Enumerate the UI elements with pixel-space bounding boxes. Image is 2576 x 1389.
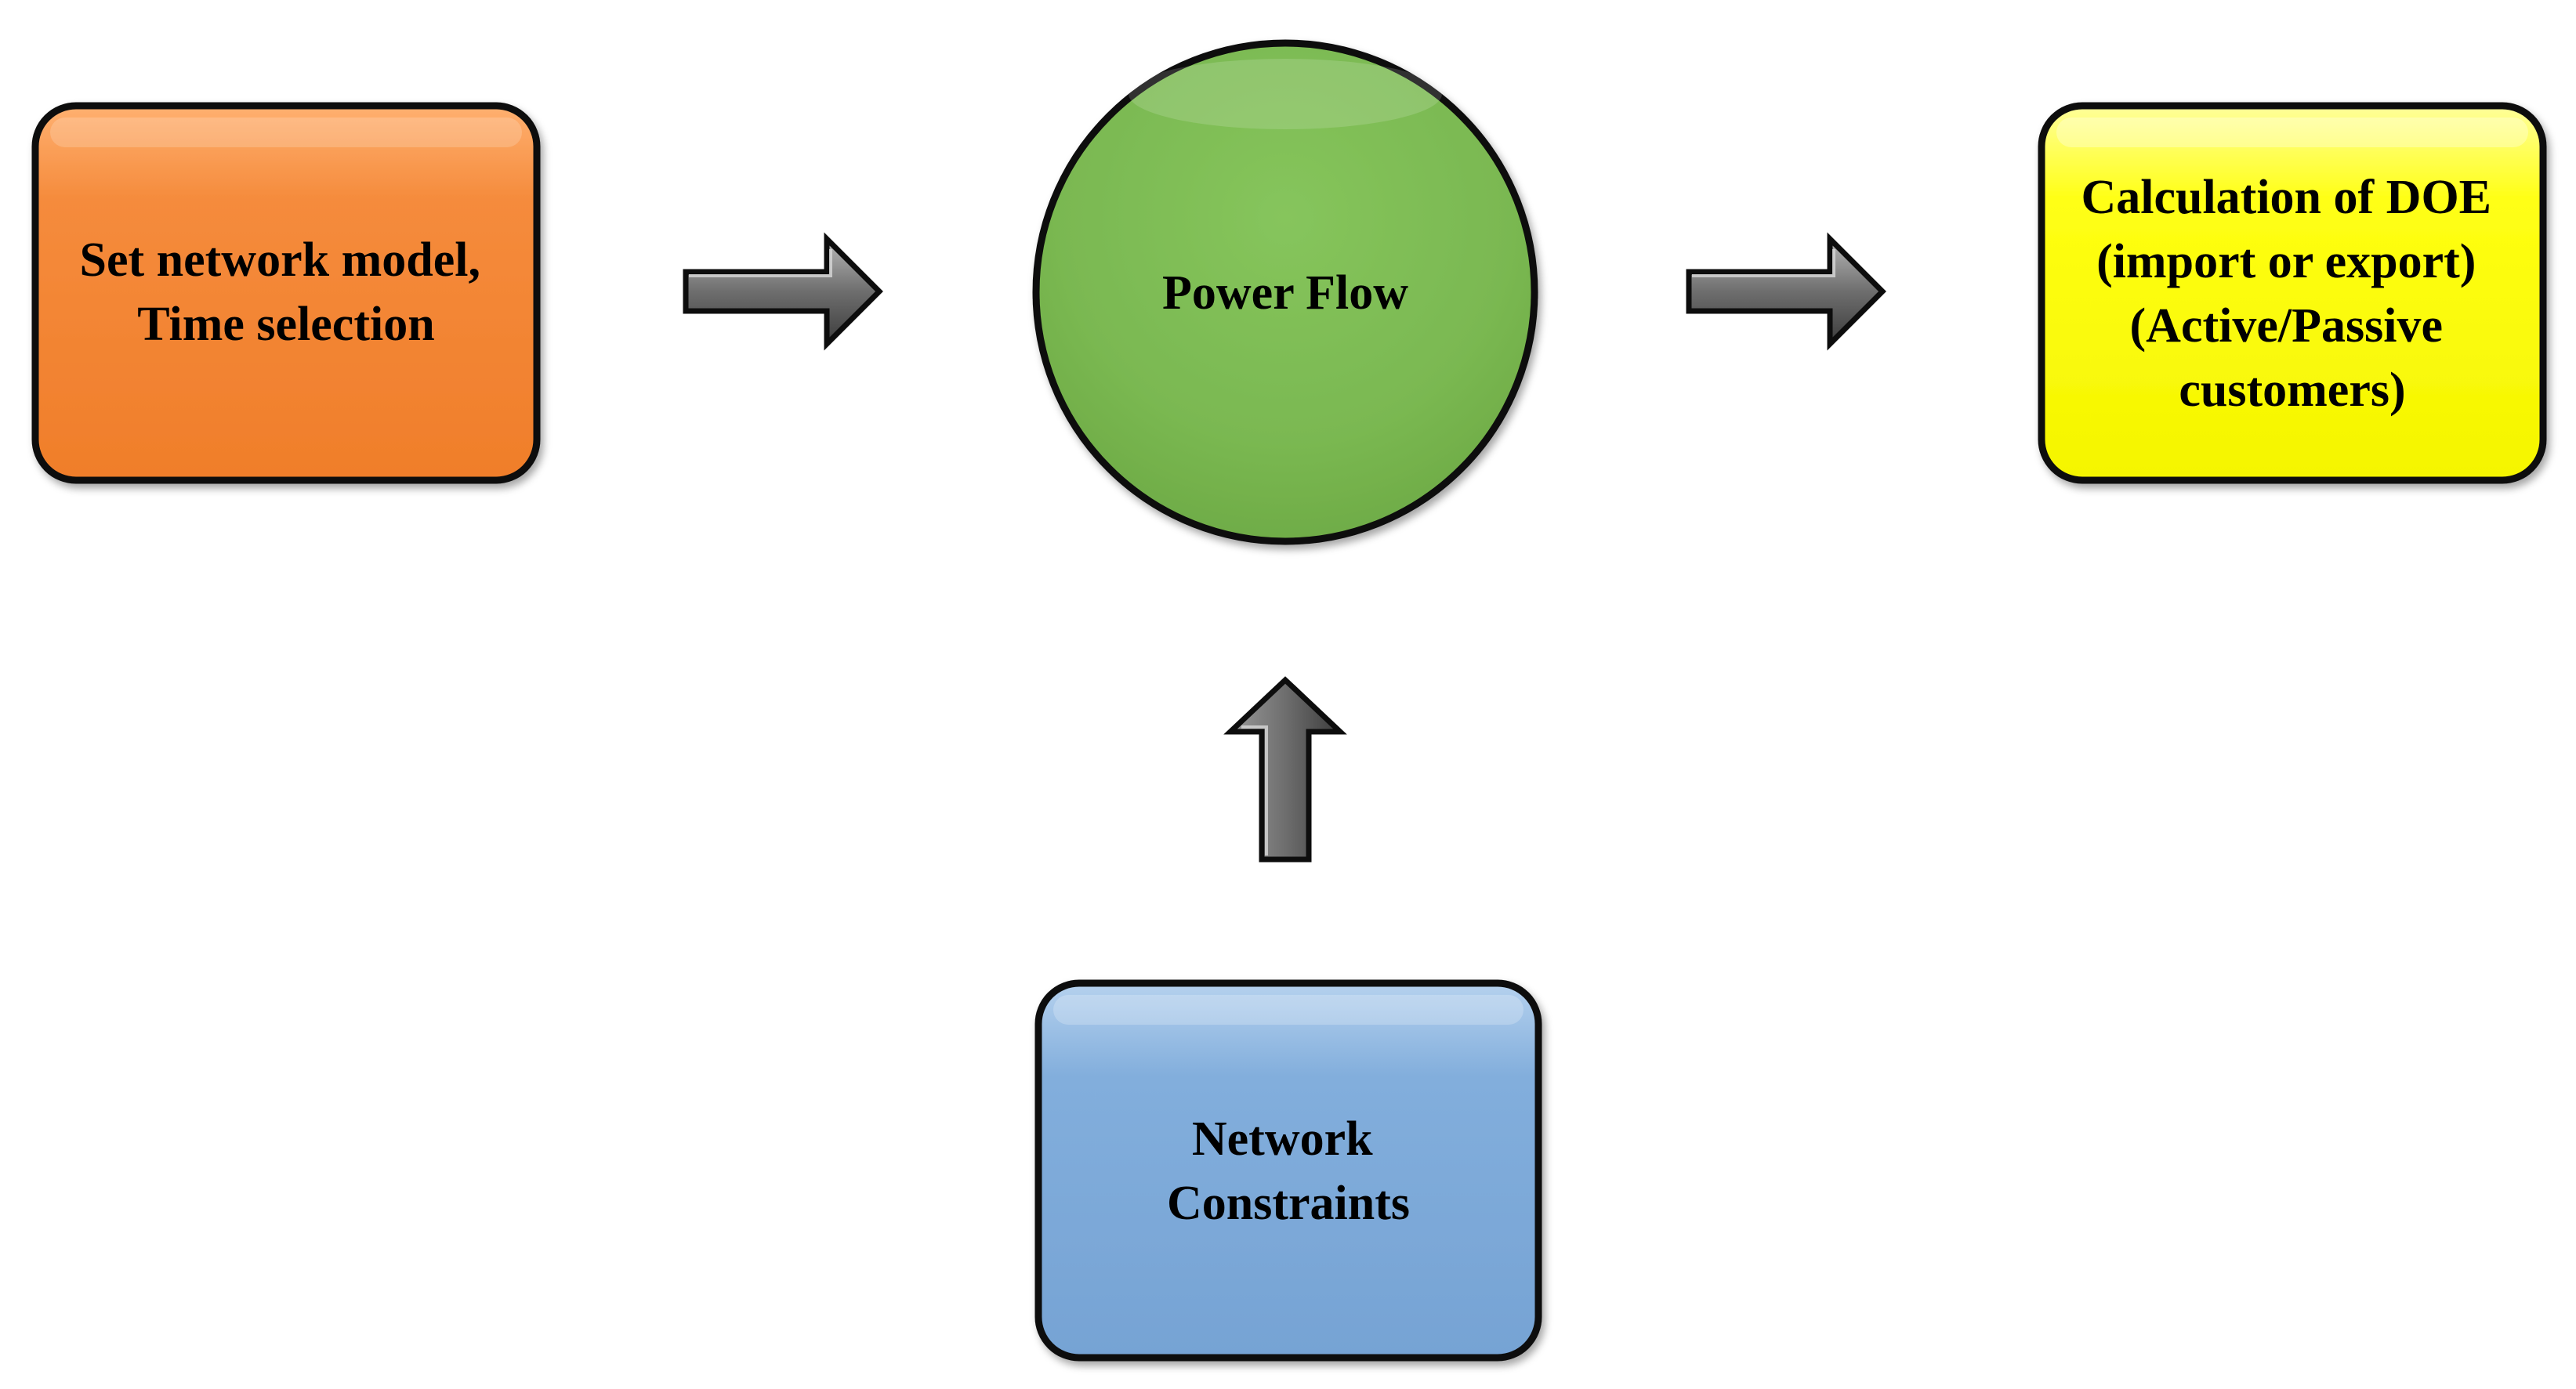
constraints-node-box [1034, 979, 1542, 1362]
input-node-label: Set network model, Time selection [80, 233, 493, 351]
constraints-node: Network Constraints [1034, 979, 1542, 1362]
input-node-box [31, 102, 541, 484]
output-node-line: (import or export) [2096, 235, 2476, 288]
arrow-up-icon [1223, 676, 1347, 863]
constraints-node-label: Network Constraints [1167, 1112, 1410, 1230]
input-node-line: Set network model, [80, 233, 480, 287]
constraints-node-line: Constraints [1167, 1177, 1410, 1230]
output-node-line: Calculation of DOE [2081, 171, 2491, 224]
output-node-line: (Active/Passive [2130, 299, 2443, 353]
input-node-line: Time selection [137, 298, 434, 351]
input-node: Set network model, Time selection [31, 102, 541, 484]
output-node-box [2038, 102, 2547, 484]
output-node-label: Calculation of DOE (import or export) (A… [2081, 171, 2503, 417]
power-flow-node-circle [1032, 39, 1538, 545]
output-node: Calculation of DOE (import or export) (A… [2038, 102, 2547, 484]
power-flow-node-label: Power Flow [1162, 266, 1408, 320]
constraints-node-line: Network [1192, 1112, 1373, 1166]
output-node-line: customers) [2179, 364, 2405, 417]
power-flow-node-line: Power Flow [1162, 266, 1408, 320]
arrow-right-icon [683, 232, 883, 351]
arrow-right-icon [1686, 232, 1886, 351]
power-flow-node: Power Flow [1032, 39, 1538, 545]
